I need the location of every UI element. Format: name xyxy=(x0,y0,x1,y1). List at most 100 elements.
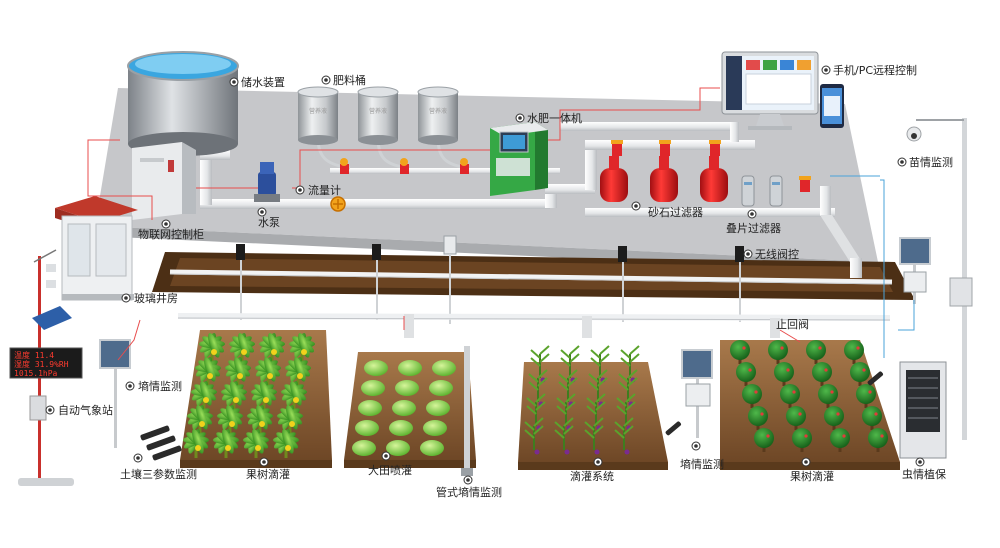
banana-plant xyxy=(277,405,303,434)
main-trench xyxy=(152,252,915,300)
drip-crop xyxy=(526,393,546,431)
label-drip-system: 滴灌系统 xyxy=(570,457,614,483)
fruit-tree xyxy=(768,340,788,364)
field-distribution-pipe xyxy=(177,313,891,338)
water-fertilizer-machine xyxy=(490,122,548,196)
label-soil-param-monitor: 土壤三参数监测 xyxy=(120,453,197,481)
sand-filter-tank xyxy=(650,156,678,202)
label-fruit-tree-drip-left: 果树滴灌 xyxy=(246,457,290,481)
labels: 储水装置 肥料桶 水肥一体机 手机/PC远程控制 苗情监测 流量计 水泵 xyxy=(45,63,953,499)
fruit-tree xyxy=(844,340,864,364)
label-seedling-monitor: 苗情监测 xyxy=(897,156,953,169)
water-storage-tank xyxy=(127,51,239,156)
label-fertilizer-bucket: 肥料桶 xyxy=(321,73,366,87)
svg-text:土壤三参数监测: 土壤三参数监测 xyxy=(120,467,197,481)
glass-well-house xyxy=(55,196,138,301)
label-wireless-valve: 无线阀控 xyxy=(743,247,799,261)
svg-text:墒情监测: 墒情监测 xyxy=(680,458,724,471)
fruit-tree xyxy=(868,428,888,452)
main-pipes xyxy=(200,122,862,278)
svg-text:无线阀控: 无线阀控 xyxy=(755,247,799,261)
fruit-tree xyxy=(806,340,826,364)
drip-crop xyxy=(554,417,574,455)
svg-text:水肥一体机: 水肥一体机 xyxy=(527,111,582,125)
automatic-weather-station: 温度 11.4 湿度 31.9%RH 1015.1hPa xyxy=(9,249,83,486)
drip-crop xyxy=(588,369,608,407)
banana-plant xyxy=(259,333,285,362)
fertilizer-tank-label: 营养液 xyxy=(429,107,447,115)
fruit-tree xyxy=(742,384,762,408)
label-glass-well-house: 玻璃井房 xyxy=(121,291,178,305)
svg-text:手机/PC远程控制: 手机/PC远程控制 xyxy=(833,63,917,77)
label-field-sprinkler: 大田喷灌 xyxy=(368,451,412,477)
fruit-tree xyxy=(736,362,756,386)
platform-valves xyxy=(340,140,811,192)
cabbage xyxy=(398,360,422,376)
banana-plant xyxy=(187,405,213,434)
banana-plant xyxy=(243,429,269,458)
fruit-tree xyxy=(856,384,876,408)
station-display-line: 温度 11.4 xyxy=(14,350,54,360)
banana-plant xyxy=(199,333,225,362)
fruit-tree xyxy=(792,428,812,452)
banana-plant xyxy=(183,429,209,458)
label-remote-control: 手机/PC远程控制 xyxy=(821,63,917,77)
drip-crop xyxy=(586,393,606,431)
drip-crop xyxy=(620,345,640,383)
svg-text:玻璃井房: 玻璃井房 xyxy=(134,291,178,305)
cabbage xyxy=(352,440,376,456)
drip-crop xyxy=(556,393,576,431)
label-water-storage: 储水装置 xyxy=(229,75,285,89)
label-pest-protection: 虫情植保 xyxy=(902,457,946,481)
svg-text:虫情植保: 虫情植保 xyxy=(902,467,946,481)
fertilizer-tank-label: 营养液 xyxy=(369,107,387,115)
drip-crop xyxy=(614,417,634,455)
field-drip-system xyxy=(518,345,668,470)
station-display-line: 湿度 31.9%RH xyxy=(14,359,69,369)
svg-text:自动气象站: 自动气象站 xyxy=(58,403,113,417)
signal-lines xyxy=(830,175,915,358)
banana-plant xyxy=(191,381,217,410)
fruit-tree xyxy=(862,406,882,430)
cabbage xyxy=(432,360,456,376)
banana-plant xyxy=(225,357,251,386)
cabbage xyxy=(358,400,382,416)
label-disc-filter: 叠片过滤器 xyxy=(726,209,781,235)
svg-text:流量计: 流量计 xyxy=(308,183,341,197)
banana-plant xyxy=(251,381,277,410)
cabbage xyxy=(361,380,385,396)
svg-text:叠片过滤器: 叠片过滤器 xyxy=(726,222,781,235)
pest-protection-cabinet xyxy=(899,361,947,459)
fertilizer-tank: 营养液 xyxy=(357,86,399,145)
label-sand-filter: 砂石过滤器 xyxy=(631,201,703,219)
label-water-pump: 水泵 xyxy=(257,207,280,229)
cabbage xyxy=(426,400,450,416)
banana-plant xyxy=(289,333,315,362)
label-moisture-monitor-left: 墒情监测 xyxy=(125,380,182,393)
svg-text:水泵: 水泵 xyxy=(258,216,280,229)
banana-plant xyxy=(213,429,239,458)
banana-plant xyxy=(273,429,299,458)
label-weather-station: 自动气象站 xyxy=(45,403,113,417)
svg-text:储水装置: 储水装置 xyxy=(241,75,285,89)
banana-plant xyxy=(221,381,247,410)
fruit-tree xyxy=(824,406,844,430)
fertilizer-tanks: 营养液 营养液 营养液 xyxy=(297,86,459,145)
cabbage xyxy=(395,380,419,396)
svg-text:砂石过滤器: 砂石过滤器 xyxy=(648,206,703,219)
field-fruit-tree-left xyxy=(180,330,332,468)
fruit-tree xyxy=(786,406,806,430)
drip-crop xyxy=(530,345,550,383)
label-flow-meter: 流量计 xyxy=(295,183,341,197)
fruit-tree xyxy=(812,362,832,386)
field-fruit-tree-right xyxy=(720,340,900,470)
svg-text:物联网控制柜: 物联网控制柜 xyxy=(138,227,204,241)
fruit-tree xyxy=(748,406,768,430)
cabbage xyxy=(355,420,379,436)
station-display-line: 1015.1hPa xyxy=(14,369,58,378)
fruit-tree xyxy=(818,384,838,408)
cabbage xyxy=(392,400,416,416)
iot-control-cabinet xyxy=(132,142,196,220)
